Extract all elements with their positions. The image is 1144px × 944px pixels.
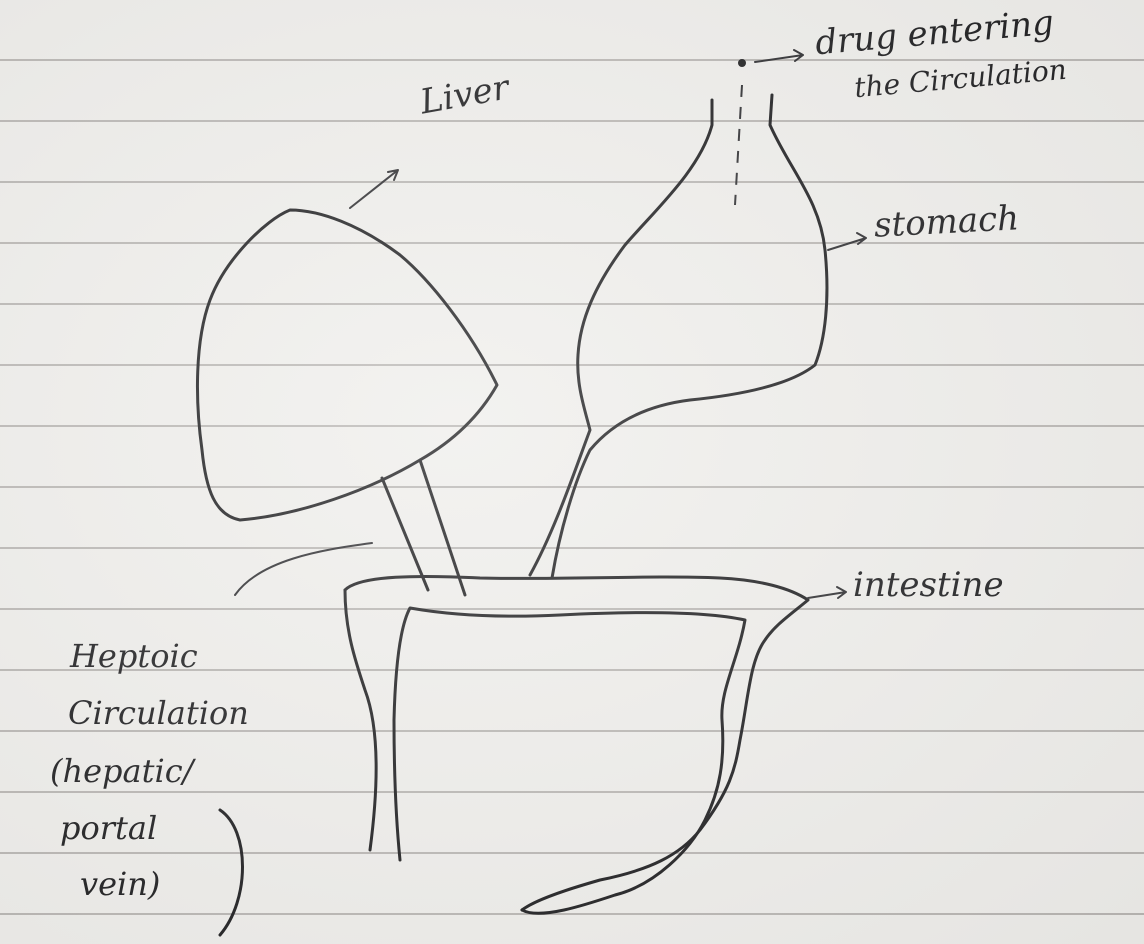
heptoic-label-line1: Heptoic	[70, 640, 198, 672]
heptoic-label-line4: portal	[60, 812, 157, 844]
stomach-arrow	[828, 233, 866, 250]
stomach-outline-right	[552, 95, 827, 578]
intestine-arrow	[808, 587, 846, 598]
intestine-outer-left	[345, 590, 376, 850]
stomach-label: stomach	[873, 201, 1020, 243]
drug-arrow	[755, 50, 803, 62]
liver-outline	[197, 210, 497, 520]
heptoic-brace	[220, 810, 243, 935]
intestine-outline-top	[345, 576, 808, 910]
liver-arrow	[350, 170, 398, 208]
portal-vein-left	[382, 478, 428, 590]
intestine-label: intestine	[853, 568, 1004, 602]
drug-path-line	[735, 85, 742, 205]
intestine-outline-bottom	[394, 608, 745, 913]
drug-dot	[738, 59, 746, 67]
heptoic-label-line5: vein)	[80, 868, 160, 900]
portal-vein-right	[420, 460, 465, 595]
heptoic-label-line2: Circulation	[68, 697, 249, 729]
stomach-outline	[530, 100, 712, 575]
heptoic-label-line3: (hepatic/	[50, 755, 193, 787]
